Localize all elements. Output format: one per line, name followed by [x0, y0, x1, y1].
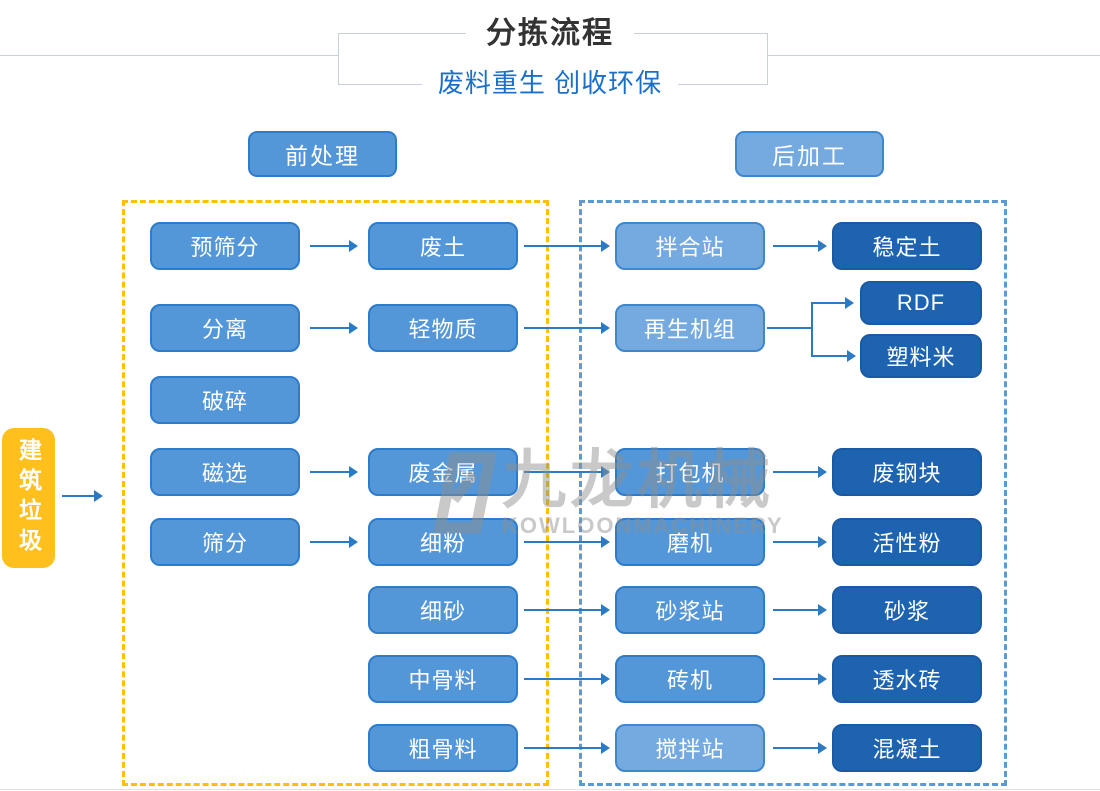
section-label-post-processing: 后加工: [735, 131, 884, 177]
flow-arrow: [310, 322, 358, 334]
flow-arrow: [773, 604, 827, 616]
node-baler: 打包机: [615, 448, 765, 496]
node-regeneration-unit: 再生机组: [615, 304, 765, 352]
node-concrete: 混凝土: [832, 724, 982, 772]
node-rdf: RDF: [860, 281, 982, 325]
section-label-pre-processing: 前处理: [248, 131, 397, 177]
flow-arrow: [812, 350, 856, 362]
node-screening: 筛分: [150, 518, 300, 566]
node-scrap-steel: 废钢块: [832, 448, 982, 496]
flow-arrow: [524, 240, 610, 252]
node-waste-metal: 废金属: [368, 448, 518, 496]
flow-arrow: [524, 604, 610, 616]
flow-arrow: [524, 742, 610, 754]
node-stirring-station: 搅拌站: [615, 724, 765, 772]
connector-line: [767, 327, 812, 329]
bottom-divider-line: [0, 789, 1100, 790]
flow-arrow: [773, 536, 827, 548]
node-active-powder: 活性粉: [832, 518, 982, 566]
node-magnetic-separation: 磁选: [150, 448, 300, 496]
node-stabilized-soil: 稳定土: [832, 222, 982, 270]
flow-arrow: [524, 673, 610, 685]
node-mortar: 砂浆: [832, 586, 982, 634]
flow-arrow: [310, 240, 358, 252]
pre-processing-container: [122, 200, 549, 786]
node-fine-powder: 细粉: [368, 518, 518, 566]
page-title: 分拣流程: [466, 14, 634, 54]
node-construction-waste: 建筑垃圾: [2, 428, 55, 568]
node-waste-soil: 废土: [368, 222, 518, 270]
node-permeable-brick: 透水砖: [832, 655, 982, 703]
connector-line: [811, 302, 813, 357]
flow-arrow: [773, 466, 827, 478]
flow-arrow: [524, 322, 610, 334]
flow-arrow: [524, 536, 610, 548]
flow-arrow: [310, 466, 358, 478]
node-crushing: 破碎: [150, 376, 300, 424]
flow-arrow: [310, 536, 358, 548]
node-medium-aggregate: 中骨料: [368, 655, 518, 703]
node-separation: 分离: [150, 304, 300, 352]
node-brick-machine: 砖机: [615, 655, 765, 703]
flow-arrow: [773, 673, 827, 685]
node-fine-sand: 细砂: [368, 586, 518, 634]
node-pre-screening: 预筛分: [150, 222, 300, 270]
node-mortar-station: 砂浆站: [615, 586, 765, 634]
node-plastic-pellets: 塑料米: [860, 334, 982, 378]
post-processing-container: [579, 200, 1007, 786]
node-mill: 磨机: [615, 518, 765, 566]
node-mixing-station: 拌合站: [615, 222, 765, 270]
node-light-material: 轻物质: [368, 304, 518, 352]
flow-arrow: [773, 742, 827, 754]
flow-arrow: [62, 490, 103, 502]
node-coarse-aggregate: 粗骨料: [368, 724, 518, 772]
page-subtitle: 废料重生 创收环保: [421, 66, 679, 100]
flow-arrow: [524, 466, 610, 478]
flow-arrow: [773, 240, 827, 252]
flow-arrow: [812, 297, 854, 309]
